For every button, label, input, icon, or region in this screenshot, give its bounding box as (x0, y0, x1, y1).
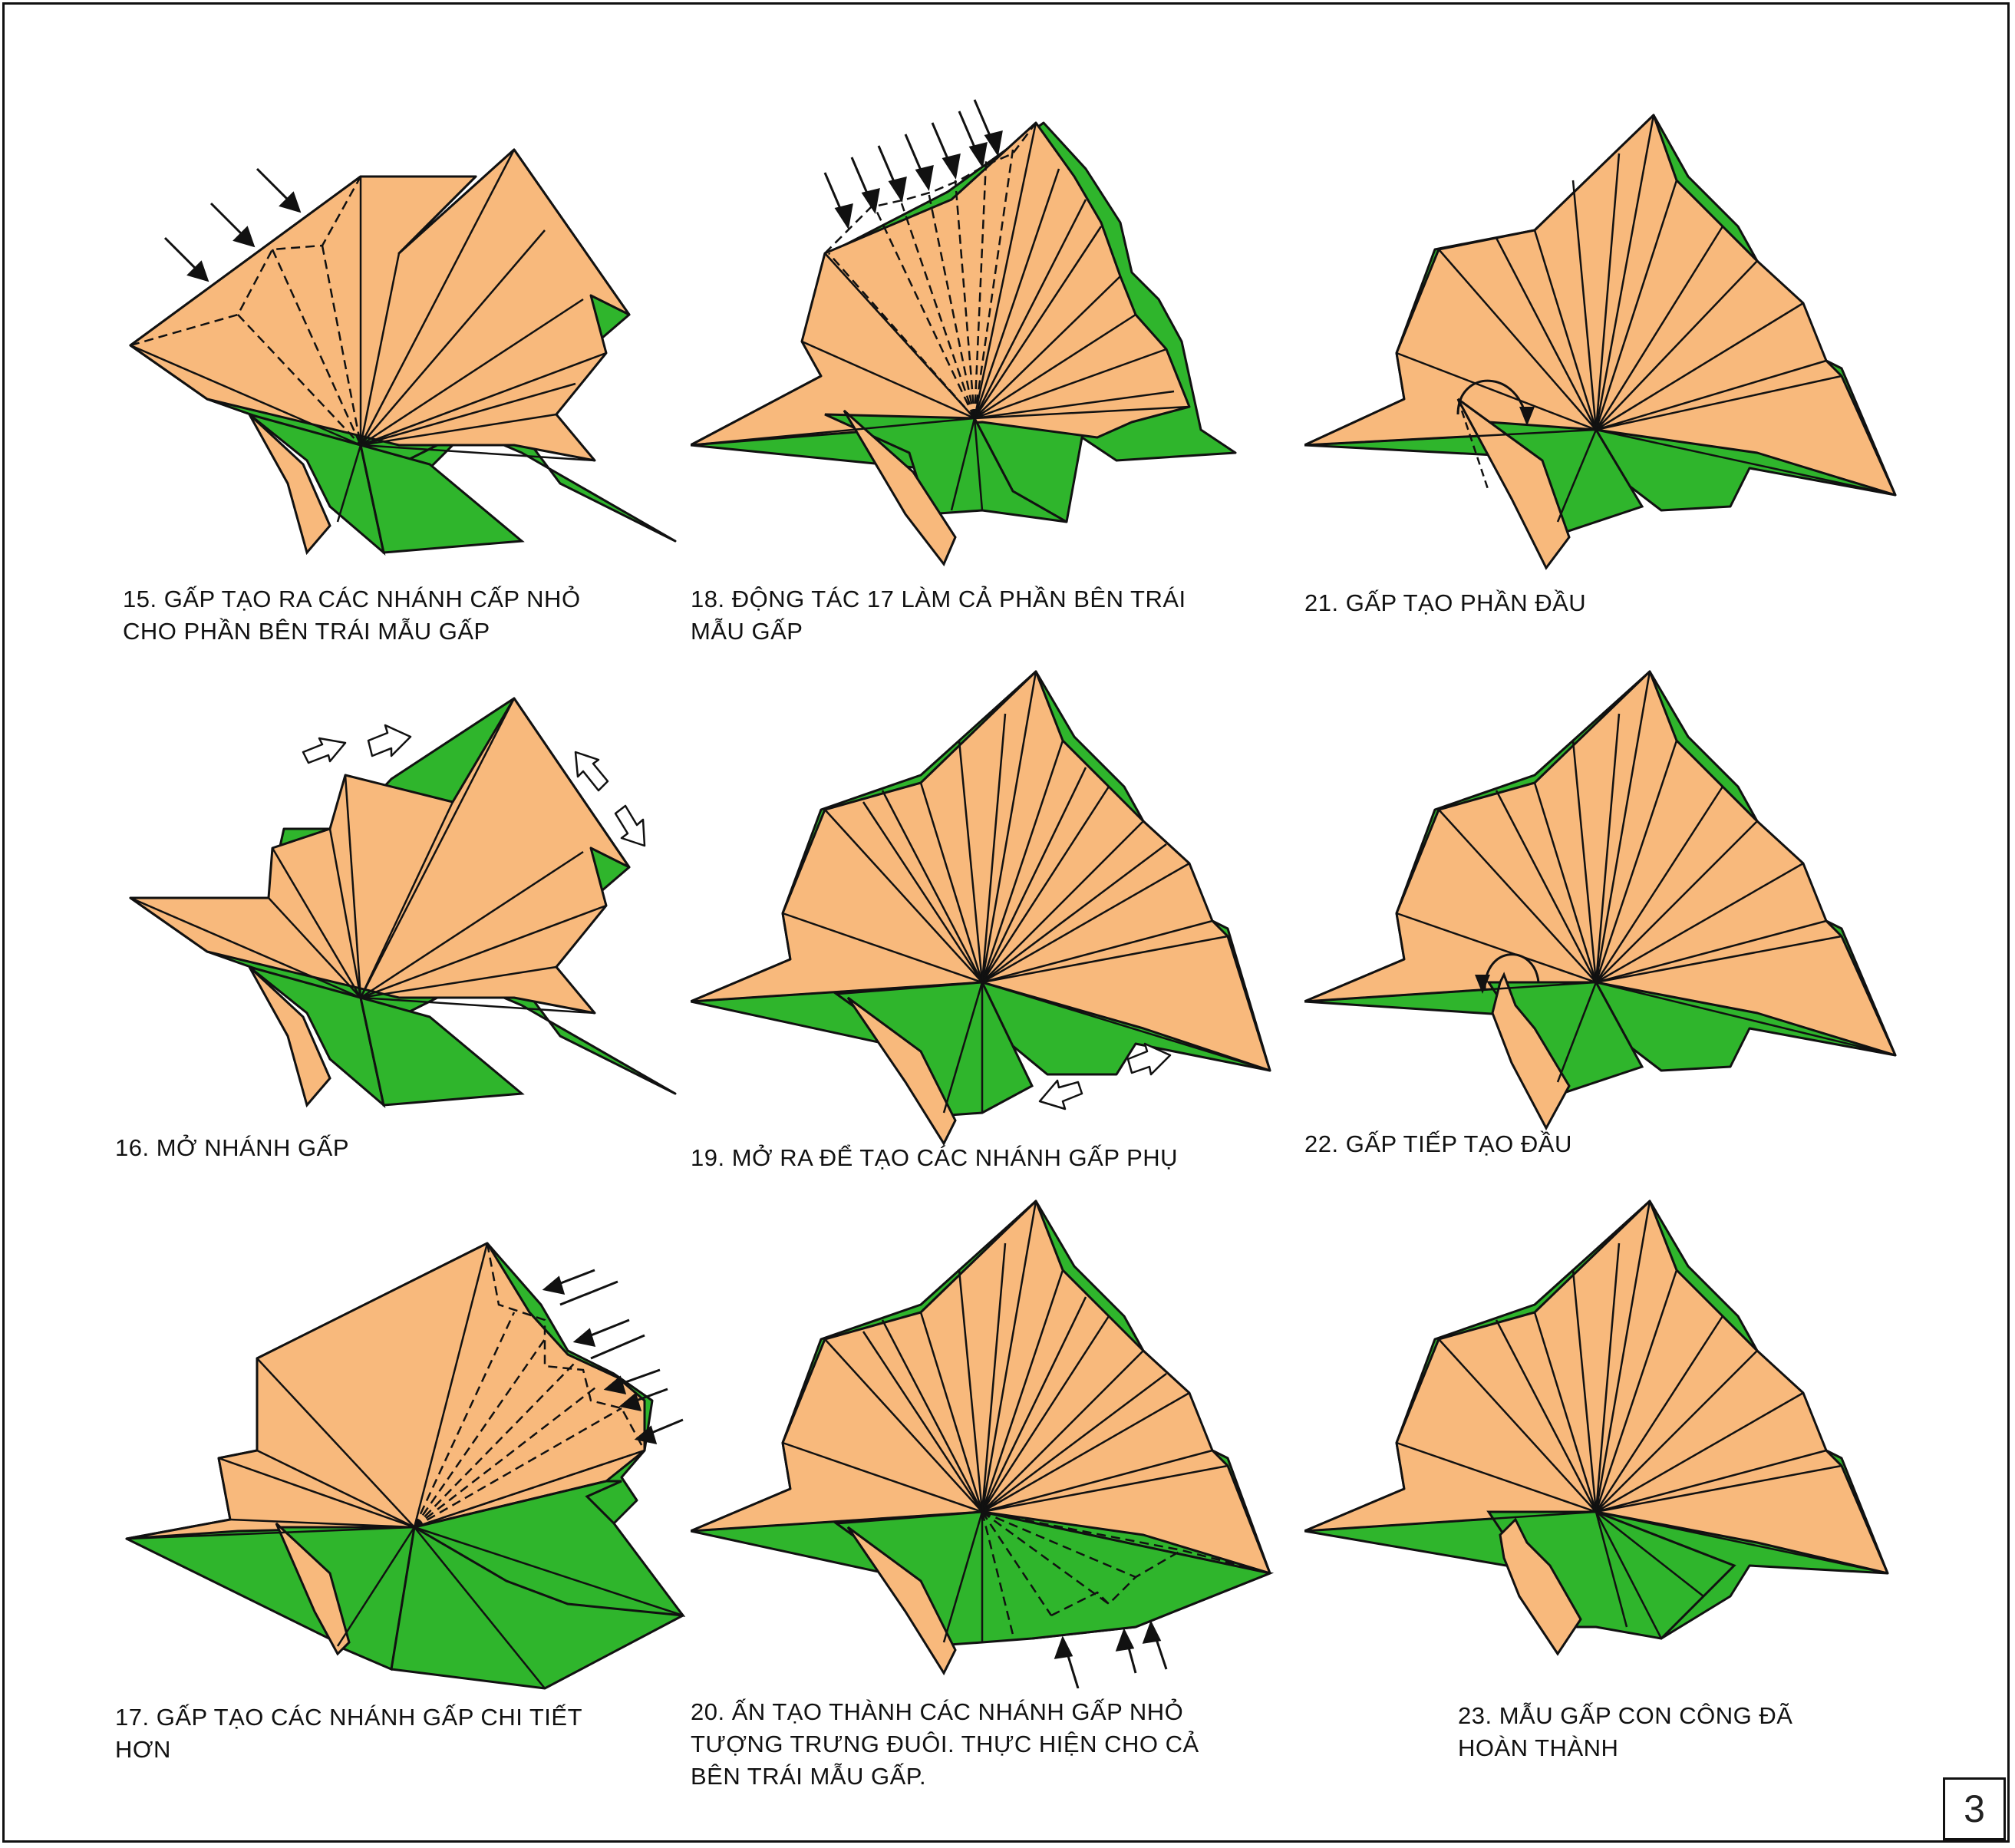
step-19-caption: 19. MỞ RA ĐỂ TẠO CÁC NHÁNH GẤP PHỤ (691, 1144, 1179, 1171)
radial-creases (1304, 114, 1896, 523)
arrow-head (1475, 975, 1490, 994)
radial-creases (691, 1200, 1271, 1643)
neck-paper (846, 996, 957, 1147)
fold-lines (413, 1242, 646, 1529)
step-19-illustration (691, 670, 1271, 1147)
step-17-illustration (125, 1242, 686, 1690)
radial-creases (126, 1242, 684, 1689)
open-arrows (1038, 1042, 1172, 1110)
step-20-diagram: 20. ẤN TẠO THÀNH CÁC NHÁNH GẤP NHỎ TƯỢNG… (691, 1197, 1350, 1790)
arrows (823, 99, 1003, 229)
step-18-diagram: 18. ĐỘNG TÁC 17 LÀM CẢ PHẦN BÊN TRÁI MẪU… (691, 84, 1350, 668)
step-22-caption: 22. GẤP TIẾP TẠO ĐẦU (1304, 1130, 1572, 1157)
step-21-caption: 21. GẤP TẠO PHẦN ĐẦU (1304, 589, 1587, 616)
neck-paper (846, 1526, 957, 1676)
radial-creases (691, 671, 1271, 1114)
fold-lines (824, 122, 1037, 419)
step-23-caption: 23. MẪU GẤP CON CÔNG ĐÃ HOÀN THÀNH (1458, 1702, 1793, 1761)
fan-paper (1304, 1200, 1889, 1575)
green-lower (249, 413, 386, 556)
neck-paper (1456, 398, 1571, 570)
fan-paper (1304, 114, 1897, 497)
step-17-diagram: 17. GẤP TẠO CÁC NHÁNH GẤP CHI TIẾT HƠN (115, 1228, 775, 1811)
neck-paper (248, 413, 331, 556)
neck-paper (248, 965, 331, 1108)
fan-paper (129, 148, 631, 462)
fold-lines (981, 1510, 1271, 1635)
step-16-diagram: 16. MỞ NHÁNH GẤP (115, 675, 775, 1259)
open-arrows (302, 724, 646, 847)
step-15-caption: 15. GẤP TẠO RA CÁC NHÁNH CẤP NHỎ CHO PHẦ… (123, 586, 581, 645)
page-number: 3 (1943, 1777, 2006, 1840)
step-23-illustration (1304, 1200, 1889, 1656)
step-16-caption: 16. MỞ NHÁNH GẤP (115, 1134, 350, 1161)
step-22-illustration (1304, 670, 1897, 1131)
step-20-illustration (691, 1200, 1275, 1688)
green-lower-right (359, 995, 525, 1107)
arrow-head (1519, 407, 1535, 426)
green-lower (249, 965, 386, 1109)
fan-paper (1304, 670, 1897, 1057)
step-16-illustration (129, 697, 677, 1109)
fold-lines (130, 176, 362, 446)
radial-creases (1304, 671, 1896, 1083)
step-19-diagram: 19. MỞ RA ĐỂ TẠO CÁC NHÁNH GẤP PHỤ (691, 668, 1350, 1251)
step-20-caption: 20. ẤN TẠO THÀNH CÁC NHÁNH GẤP NHỎ TƯỢNG… (691, 1698, 1199, 1790)
step-15-diagram: 15. GẤP TẠO RA CÁC NHÁNH CẤP NHỎ CHO PHẦ… (115, 123, 775, 706)
fan-paper (691, 1200, 1271, 1575)
step-18-caption: 18. ĐỘNG TÁC 17 LÀM CẢ PHẦN BÊN TRÁI MẪU… (691, 586, 1186, 645)
step-15-illustration (129, 148, 677, 556)
step-22-diagram: 22. GẤP TIẾP TẠO ĐẦU (1304, 668, 1964, 1251)
head-neck-paper (1491, 972, 1571, 1131)
arrows (163, 167, 302, 282)
fan-paper (691, 670, 1271, 1072)
step-21-illustration (1304, 114, 1897, 570)
radial-creases (130, 149, 607, 553)
step-17-caption: 17. GẤP TẠO CÁC NHÁNH GẤP CHI TIẾT HƠN (115, 1704, 583, 1763)
step-18-illustration (691, 99, 1237, 566)
green-right (411, 1480, 686, 1617)
green-lower-right (359, 443, 525, 554)
neck-paper (843, 409, 957, 566)
radial-creases (1304, 1200, 1888, 1639)
turn-arrow (1456, 379, 1529, 423)
radial-creases (130, 698, 607, 1106)
neck-paper (275, 1522, 351, 1656)
step-23-diagram: 23. MẪU GẤP CON CÔNG ĐÃ HOÀN THÀNH (1304, 1197, 1964, 1780)
fan-paper (129, 697, 631, 1015)
fan-paper (691, 121, 1191, 447)
head-neck-paper (1499, 1517, 1582, 1656)
fold-lines (1456, 398, 1490, 492)
arrows (1054, 1620, 1168, 1688)
arrows (542, 1269, 684, 1444)
step-21-diagram: 21. GẤP TẠO PHẦN ĐẦU (1304, 107, 1964, 691)
